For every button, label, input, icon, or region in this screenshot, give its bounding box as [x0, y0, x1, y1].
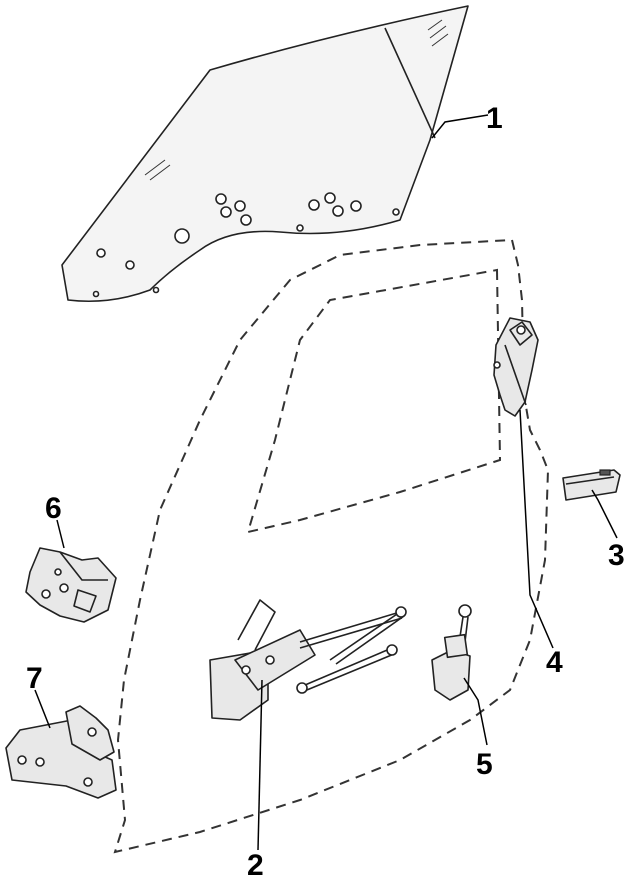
upper-hinge-part: [25, 547, 117, 623]
leader-lines: [34, 114, 618, 851]
door-latch-part: [493, 317, 539, 417]
outside-handle-part: [562, 469, 621, 501]
leader-5: [463, 677, 488, 746]
lock-actuator-part: [431, 604, 472, 701]
callout-labels: 1 2 3 4 5 6 7: [26, 102, 625, 879]
leader-6: [56, 519, 65, 549]
callout-2: 2: [247, 849, 264, 879]
callout-5: 5: [476, 748, 493, 781]
door-shell-outline: [113, 238, 550, 854]
callout-6: 6: [45, 492, 62, 525]
lower-hinge-part: [5, 705, 117, 799]
door-glass-part: [61, 5, 469, 302]
leader-1: [431, 114, 489, 139]
callout-4: 4: [546, 646, 563, 679]
leader-4: [519, 409, 554, 649]
leader-7: [34, 689, 51, 729]
leader-2: [257, 679, 263, 851]
callout-3: 3: [608, 539, 625, 572]
window-regulator-part: [209, 599, 407, 721]
callout-7: 7: [26, 662, 43, 695]
leader-3: [591, 489, 618, 539]
callout-1: 1: [486, 102, 503, 135]
